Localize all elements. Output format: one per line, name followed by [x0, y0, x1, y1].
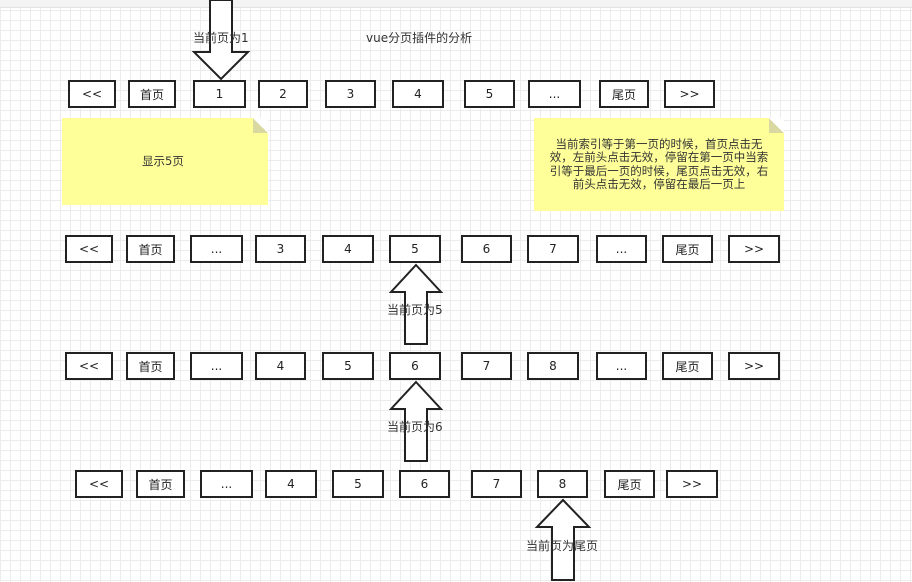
page-btn-number[interactable]: 6 — [461, 235, 512, 263]
up-arrow-icon — [388, 380, 444, 462]
page-btn-prev[interactable]: << — [65, 235, 113, 263]
page-btn-last[interactable]: 尾页 — [599, 80, 649, 108]
page-btn-number[interactable]: 2 — [258, 80, 308, 108]
page-btn-current[interactable]: 5 — [389, 235, 441, 263]
page-btn-current[interactable]: 1 — [193, 80, 246, 108]
page-btn-prev[interactable]: << — [75, 470, 123, 498]
page-btn-last[interactable]: 尾页 — [604, 470, 655, 498]
current-page-label: 当前页为1 — [193, 31, 249, 45]
page-btn-number[interactable]: 4 — [255, 352, 306, 380]
current-page-label: 当前页为5 — [387, 303, 443, 317]
current-page-label: 当前页为尾页 — [526, 539, 599, 553]
page-btn-number[interactable]: 8 — [527, 352, 579, 380]
page-btn-prev[interactable]: << — [65, 352, 113, 380]
note-text: 当前索引等于第一页的时候，首页点击无效，左前头点击无效，停留在第一页中当索引等于… — [549, 136, 769, 191]
page-btn-ellipsis[interactable]: ... — [190, 352, 243, 380]
page-btn-prev[interactable]: << — [68, 80, 116, 108]
page-btn-first[interactable]: 首页 — [136, 470, 185, 498]
current-page-label: 当前页为6 — [387, 420, 443, 434]
diagram-title: vue分页插件的分析 — [366, 31, 473, 45]
page-btn-current[interactable]: 8 — [537, 470, 588, 498]
page-btn-current[interactable]: 6 — [389, 352, 441, 380]
page-btn-ellipsis[interactable]: ... — [596, 235, 647, 263]
page-btn-next[interactable]: >> — [728, 352, 780, 380]
page-btn-number[interactable]: 4 — [322, 235, 374, 263]
page-btn-number[interactable]: 6 — [399, 470, 450, 498]
down-arrow-icon — [191, 0, 251, 81]
page-btn-ellipsis[interactable]: ... — [190, 235, 243, 263]
up-arrow-icon — [534, 498, 592, 581]
page-btn-ellipsis[interactable]: ... — [528, 80, 581, 108]
page-btn-number[interactable]: 5 — [332, 470, 384, 498]
page-btn-number[interactable]: 5 — [322, 352, 374, 380]
page-btn-first[interactable]: 首页 — [126, 352, 175, 380]
page-btn-next[interactable]: >> — [728, 235, 780, 263]
page-btn-number[interactable]: 4 — [392, 80, 444, 108]
page-btn-next[interactable]: >> — [666, 470, 718, 498]
page-btn-number[interactable]: 7 — [461, 352, 512, 380]
note-boundary-rules: 当前索引等于第一页的时候，首页点击无效，左前头点击无效，停留在第一页中当索引等于… — [534, 118, 784, 211]
page-btn-last[interactable]: 尾页 — [662, 235, 713, 263]
page-btn-number[interactable]: 3 — [255, 235, 306, 263]
note-text: 显示5页 — [142, 153, 184, 168]
page-btn-first[interactable]: 首页 — [128, 80, 176, 108]
page-btn-number[interactable]: 5 — [464, 80, 515, 108]
page-btn-number[interactable]: 7 — [527, 235, 579, 263]
page-btn-number[interactable]: 3 — [325, 80, 376, 108]
note-show-five-pages: 显示5页 — [62, 118, 268, 205]
top-toolbar-strip — [0, 0, 912, 8]
page-btn-next[interactable]: >> — [664, 80, 715, 108]
page-btn-ellipsis[interactable]: ... — [596, 352, 647, 380]
page-btn-number[interactable]: 7 — [471, 470, 522, 498]
page-btn-number[interactable]: 4 — [265, 470, 317, 498]
up-arrow-icon — [388, 263, 444, 345]
page-btn-ellipsis[interactable]: ... — [200, 470, 253, 498]
page-btn-first[interactable]: 首页 — [126, 235, 175, 263]
page-btn-last[interactable]: 尾页 — [662, 352, 713, 380]
